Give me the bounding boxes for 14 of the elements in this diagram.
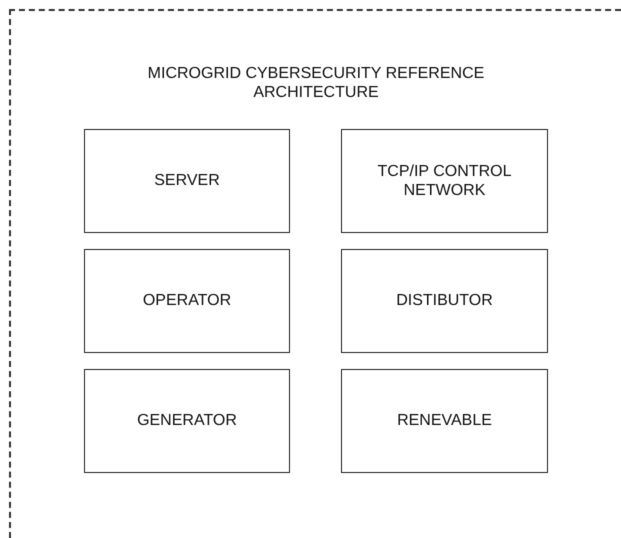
box-label: RENEVABLE: [397, 411, 492, 431]
box-label: DISTIBUTOR: [396, 291, 493, 311]
component-box: [84, 129, 290, 233]
boundary-heading: MICROGRID CYBERSECURITY REFERENCE ARCHITECTURE: [146, 64, 486, 102]
component-box: [341, 249, 548, 353]
component-box: [84, 249, 290, 353]
box-label: TCP/IP CONTROL NETWORK: [376, 162, 512, 200]
box-label: SERVER: [154, 171, 220, 191]
box-label: GENERATOR: [137, 411, 237, 431]
box-label: OPERATOR: [142, 291, 232, 311]
component-box: [341, 369, 548, 473]
dashed-boundary: [9, 9, 621, 538]
component-box: [84, 369, 290, 473]
component-box: [341, 129, 548, 233]
